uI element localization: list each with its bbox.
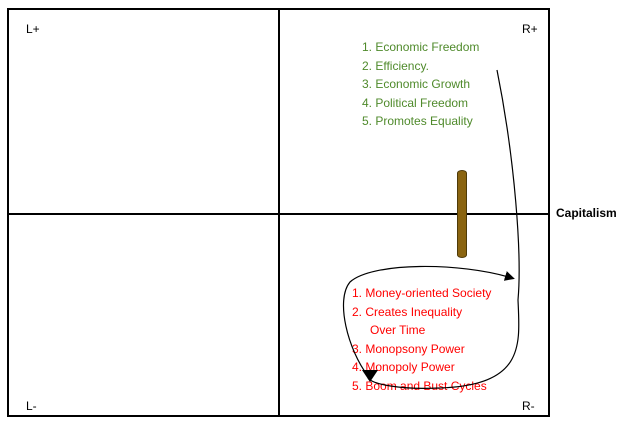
ascending-loop-arrow [342,265,515,377]
quadrant-label-bottom-left: L- [26,399,37,413]
pros-item: 5. Promotes Equality [362,114,473,128]
pros-item: 2. Efficiency. [362,58,429,73]
quadrant-label-top-right: R+ [522,22,538,36]
loop-arrowhead-down [362,370,378,382]
pros-item: 3. Economic Growth [362,77,471,91]
quadrant-label-bottom-right: R- [522,399,535,413]
cons-list: 1. Money-oriented Society 2. Creates Ine… [352,284,491,395]
capitalism-position-marker [457,170,467,258]
cons-item: 3. Monopsony Power [352,341,465,356]
pros-list: 1. Economic Freedom 2. Efficiency. 3. Ec… [362,38,479,131]
cons-item: 1. Money-oriented Society [352,286,492,300]
quadrant-label-top-left: L+ [26,22,40,36]
capitalism-axis-label: Capitalism [556,206,617,220]
vertical-axis [278,8,280,417]
descending-arrow [367,69,520,389]
cons-item: 5. Boom and Bust Cycles [352,378,487,393]
pros-item: 1. Economic Freedom [362,40,480,54]
cons-item-continuation: Over Time [370,323,426,337]
horizontal-axis [7,213,550,215]
pros-item: 4. Political Freedom [362,95,469,110]
cons-item: 4. Monopoly Power [352,360,455,374]
cons-item: 2. Creates Inequality [352,304,463,319]
